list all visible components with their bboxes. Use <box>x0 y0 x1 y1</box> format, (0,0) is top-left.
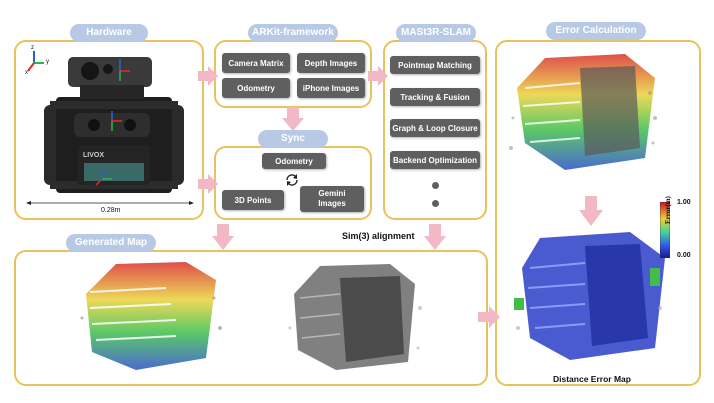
arkit-tab: ARKit-framework <box>248 24 338 42</box>
arrow-sync-to-map <box>212 224 234 250</box>
hardware-tab: Hardware <box>70 24 148 42</box>
slam-tab: MASt3R-SLAM <box>396 24 476 42</box>
error-colorbar <box>660 202 670 258</box>
colorbar-max-label: 1.00 <box>677 199 691 206</box>
backend-optimization-node: Backend Optimization <box>390 151 480 169</box>
graph-loop-closure-node: Graph & Loop Closure <box>390 119 480 137</box>
axis-y-label: y <box>46 59 49 65</box>
colorbar-min-label: 0.00 <box>677 252 691 259</box>
sync-3d-points-node: 3D Points <box>222 190 284 210</box>
ellipsis-dot-1 <box>432 182 439 189</box>
arrow-map-to-error <box>478 306 500 328</box>
arrow-hardware-to-arkit <box>198 66 218 86</box>
arrow-slam-to-map <box>424 224 446 250</box>
generated-color-pointcloud <box>80 262 222 370</box>
error-top-pointcloud <box>509 54 657 170</box>
arrow-hardware-to-sync <box>198 174 218 194</box>
generated-map-tab: Generated Map <box>66 234 156 252</box>
error-bottom-pointcloud <box>514 232 665 360</box>
width-label: 0.28m <box>101 207 121 214</box>
axis-z-label: z <box>31 45 34 51</box>
sync-gemini-images-node: Gemini Images <box>300 186 364 212</box>
error-down-arrow <box>579 196 603 226</box>
ellipsis-dot-2 <box>432 200 439 207</box>
iphone-images-node: iPhone Images <box>297 78 365 98</box>
sync-odometry-node: Odometry <box>262 153 326 169</box>
axis-x-label: x <box>25 70 28 76</box>
colorbar-axis-label: Error(m) <box>664 196 672 224</box>
pointmap-matching-node: Pointmap Matching <box>390 56 480 74</box>
generated-gray-pointcloud <box>288 264 422 370</box>
depth-images-node: Depth Images <box>297 53 365 73</box>
sync-tab: Sync <box>258 130 328 148</box>
arrow-arkit-to-slam <box>368 66 388 86</box>
hardware-device-image <box>26 51 194 205</box>
device-brand-label: LIVOX <box>83 152 105 159</box>
tracking-fusion-node: Tracking & Fusion <box>390 88 480 106</box>
sync-cycle-icon <box>286 174 298 186</box>
distance-error-map-caption: Distance Error Map <box>553 374 631 384</box>
error-tab: Error Calculation <box>546 22 646 40</box>
arrow-arkit-to-sync <box>282 107 304 131</box>
sim3-alignment-label: Sim(3) alignment <box>342 231 415 241</box>
odometry-node: Odometry <box>222 78 290 98</box>
camera-matrix-node: Camera Matrix <box>222 53 290 73</box>
